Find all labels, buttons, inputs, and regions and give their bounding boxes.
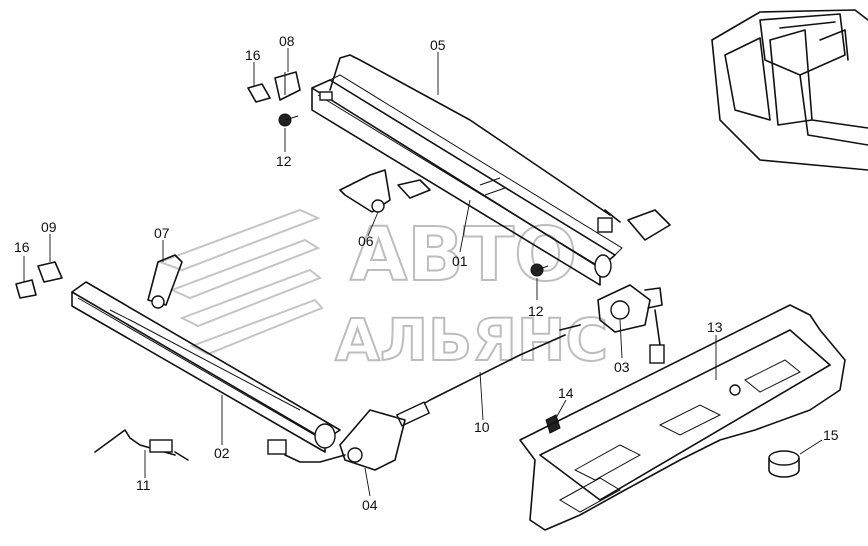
label-02: 02 [214,445,230,461]
label-15: 15 [823,427,839,443]
label-10: 10 [474,419,490,435]
label-16-upper: 16 [245,47,261,63]
part-16-upper-plate [247,83,271,103]
label-16-lower: 16 [14,239,30,255]
label-13: 13 [707,319,723,335]
part-13-base-plate [519,304,846,531]
cab-illustration [711,9,868,171]
part-11-handle [94,429,189,461]
watermark-logo: АВТО АЛЬЯНС [157,208,609,375]
part-16-lower-plate [15,279,37,299]
part-09-clip [37,261,63,283]
part-06-bracket [339,169,431,213]
label-06: 06 [358,233,374,249]
part-02-lower-rail [71,281,341,453]
part-07-bracket [147,254,183,309]
label-12-lower: 12 [528,303,544,319]
part-labels: 01 02 03 04 05 06 07 08 09 10 11 12 12 1… [14,33,839,513]
part-03-adjuster [597,284,665,364]
watermark-line2: АЛЬЯНС [335,306,608,374]
part-08-clip [274,71,301,101]
label-03: 03 [614,359,630,375]
watermark-stripes-icon [157,208,324,356]
part-04-bracket [267,409,406,471]
label-14: 14 [558,385,574,401]
bolt-12-upper [278,113,299,127]
label-11: 11 [136,477,151,493]
part-01-upper-rail [311,74,623,286]
watermark-line1: АВТО [350,212,577,298]
label-05: 05 [430,37,446,53]
connector-05 [597,209,671,241]
label-09: 09 [41,219,57,235]
label-12-upper: 12 [276,153,292,169]
label-04: 04 [362,497,378,513]
label-07: 07 [154,225,170,241]
label-08: 08 [279,33,295,49]
part-15-cap [768,450,800,478]
bolt-12-lower [530,263,549,277]
leader-lines [23,48,823,497]
label-01: 01 [452,253,468,269]
part-05-cable [329,54,621,223]
